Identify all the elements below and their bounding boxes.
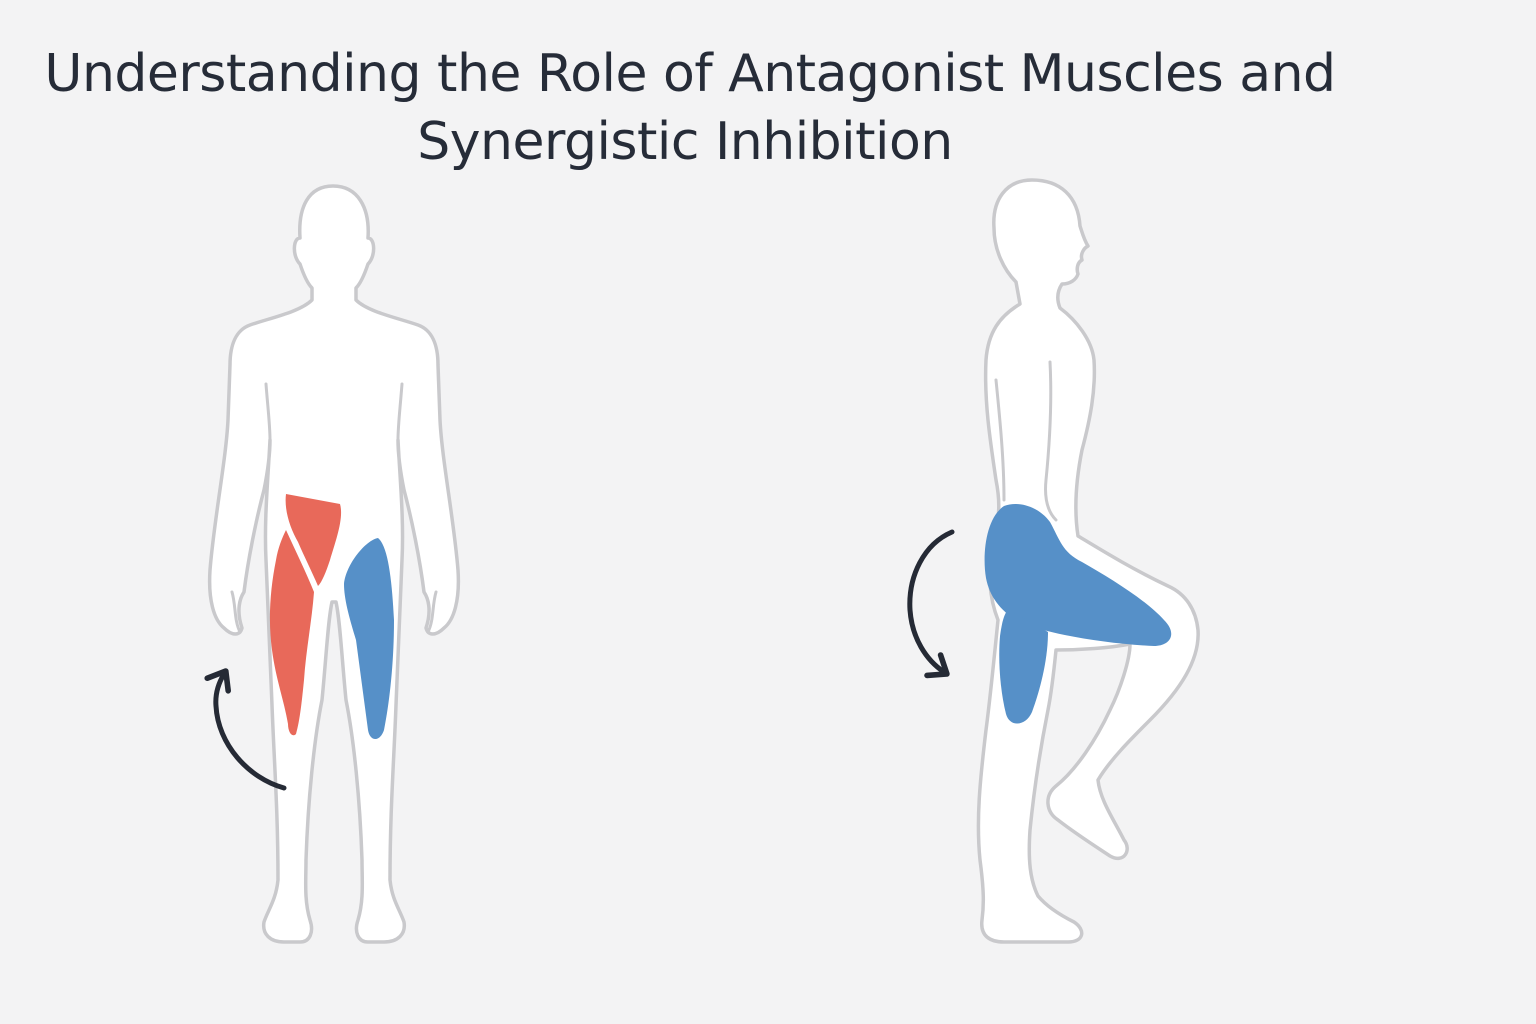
side-view-figure [907,178,1200,944]
title-line-2: Synergistic Inhibition [417,112,953,172]
diagram-title: Understanding the Role of Antagonist Mus… [0,40,1380,176]
front-left-hand-line [230,590,242,634]
front-red-upper-muscle [285,494,342,586]
title-line-1: Understanding the Role of Antagonist Mus… [44,44,1336,104]
side-blue-hamstring-muscle [999,610,1048,724]
front-right-torso-line [396,382,404,442]
front-view-rotation-arrow [204,668,287,791]
side-figure-body [976,178,1200,944]
side-arm-line-front [1044,360,1058,522]
front-blue-muscle [344,538,394,739]
side-blue-thigh-muscle [984,503,1172,646]
front-left-torso-line [264,382,272,442]
side-view-rotation-arrow [907,529,955,679]
front-red-lower-muscle [269,530,314,736]
front-view-figure [204,184,461,944]
front-figure-body [207,184,461,944]
front-right-hand-line [426,590,438,634]
side-arm-line-back [994,378,1006,502]
